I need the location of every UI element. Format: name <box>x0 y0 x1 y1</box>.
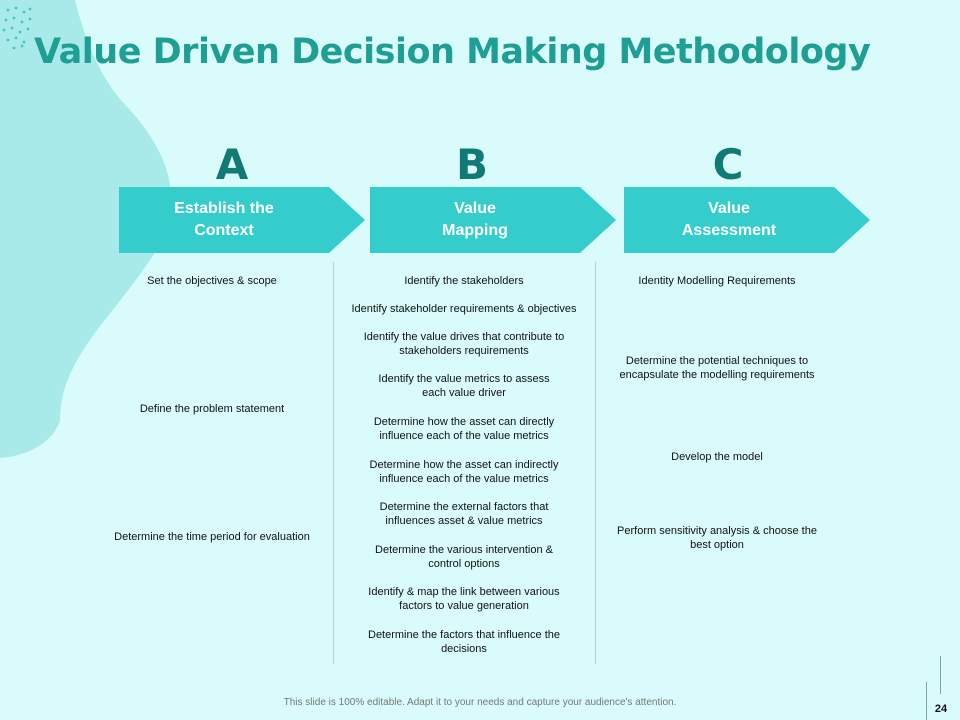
list-item: Determine the factors that influence the… <box>368 629 560 655</box>
column-divider <box>333 262 334 664</box>
list-item: Perform sensitivity analysis & choose th… <box>617 525 817 551</box>
list-item: Determine the potential techniques to en… <box>619 355 815 381</box>
step-heading-a: Establish the Context <box>174 200 274 239</box>
step-arrow-a: Establish the Context <box>119 187 365 253</box>
list-item: Set the objectives & scope <box>147 275 277 287</box>
letter-c: C <box>712 140 744 189</box>
step-arrow-c: Value Assessment <box>624 187 870 253</box>
page-divider <box>940 656 941 694</box>
letter-a: A <box>215 140 249 189</box>
list-item: Determine the various intervention & con… <box>375 544 553 570</box>
list-item: Identify the value metrics to assess eac… <box>378 373 550 399</box>
list-item: Identify the value drives that contribut… <box>363 331 565 357</box>
letter-b: B <box>455 140 488 189</box>
list-item: Determine the time period for evaluation <box>114 531 310 543</box>
list-item: Develop the model <box>671 451 763 463</box>
list-item: Identify the stakeholders <box>404 275 524 287</box>
page-title: Value Driven Decision Making Methodology <box>34 32 871 72</box>
step-heading-b: Value Mapping <box>442 200 508 239</box>
list-item: Determine how the asset can indirectly i… <box>369 459 559 485</box>
dot-pattern-icon <box>2 6 32 50</box>
list-item: Identify stakeholder requirements & obje… <box>351 303 577 315</box>
footer-note: This slide is 100% editable. Adapt it to… <box>283 697 677 708</box>
list-item: Determine the external factors that infl… <box>379 501 549 527</box>
column-divider <box>595 262 596 664</box>
decorative-blob <box>0 0 172 458</box>
list-item: Determine how the asset can directly inf… <box>373 416 555 442</box>
step-heading-c: Value Assessment <box>681 200 777 239</box>
list-item: Identify & map the link between various … <box>368 586 560 612</box>
step-arrow-b: Value Mapping <box>370 187 616 253</box>
page-number: 24 <box>934 703 948 715</box>
list-item: Identity Modelling Requirements <box>638 275 796 287</box>
page-divider <box>926 682 927 720</box>
list-item: Define the problem statement <box>139 403 285 415</box>
